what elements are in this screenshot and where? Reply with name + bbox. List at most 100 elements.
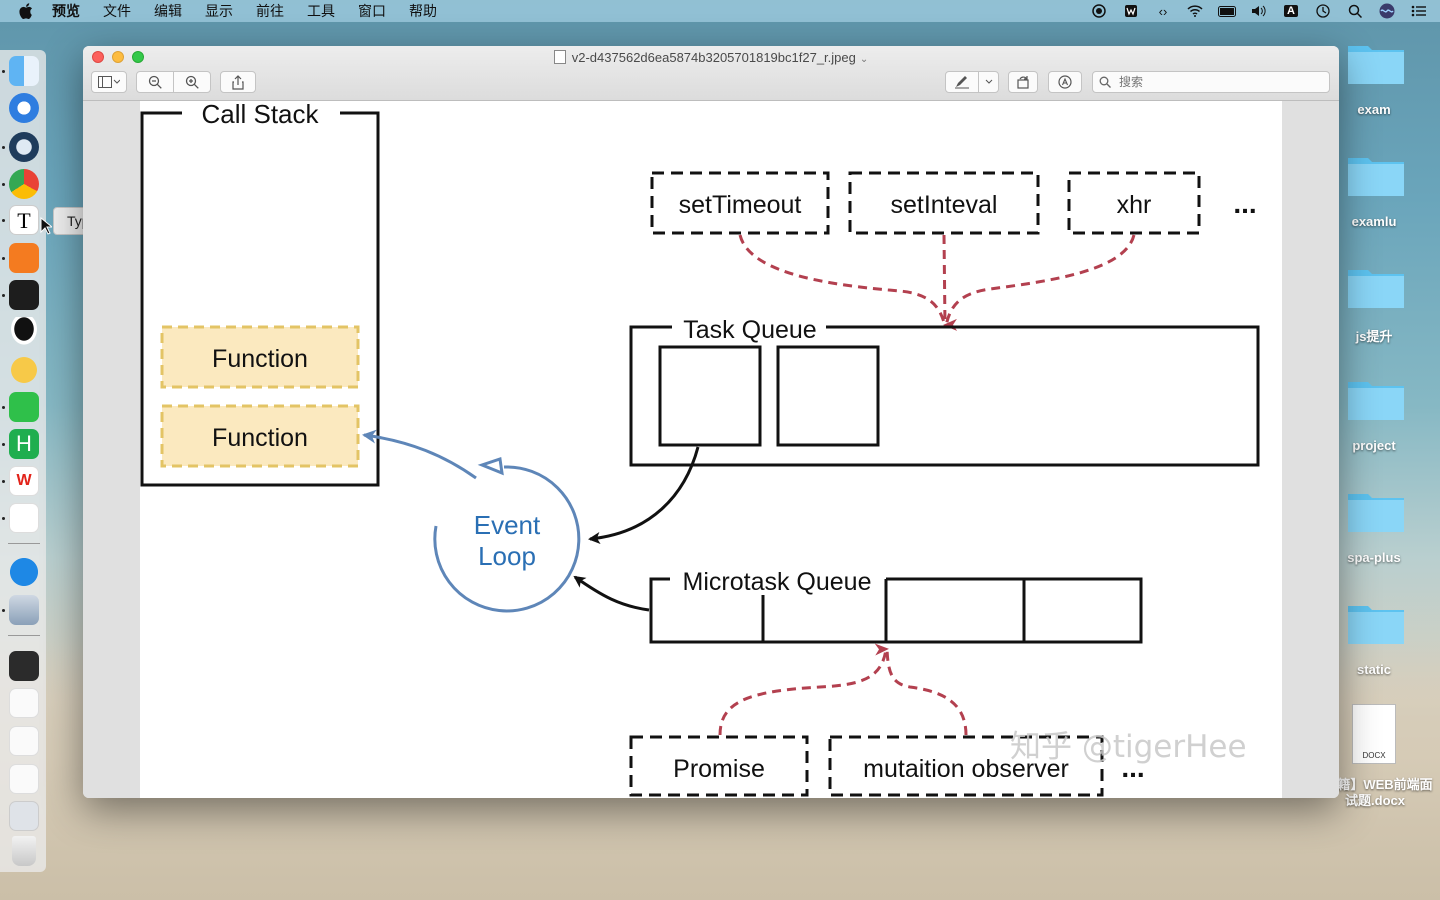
desktop-item-project[interactable]: project [1352, 438, 1396, 453]
function-frame [160, 325, 360, 389]
source-label-mutation-observer: mutaition observer [863, 755, 1069, 783]
search-input[interactable] [1117, 74, 1321, 90]
quicktime-icon[interactable] [9, 132, 39, 162]
desktop-item-spa-plus[interactable]: spa-plus [1347, 550, 1401, 565]
search-field[interactable] [1092, 71, 1330, 93]
task-queue-label: Task Queue [683, 316, 816, 344]
folder-icon[interactable] [1346, 488, 1406, 534]
zoom-button[interactable] [132, 51, 144, 63]
volume-icon[interactable] [1250, 3, 1268, 19]
more-ellipsis: ... [1233, 188, 1256, 219]
time-machine-icon[interactable] [1314, 3, 1332, 19]
zoom-in-button[interactable] [173, 71, 211, 93]
spotlight-icon[interactable] [1346, 3, 1364, 19]
image-content: Call Stack Function Function Event Loop … [140, 101, 1282, 798]
event-loop-diagram: Call Stack Function Function Event Loop … [140, 101, 1260, 797]
battery-icon[interactable] [1218, 3, 1236, 19]
desktop-item-docx-line2[interactable]: 试题.docx [1345, 793, 1405, 808]
chick-app-icon[interactable] [9, 355, 39, 385]
code-icon[interactable]: ‹› [1158, 3, 1168, 19]
wps-office-icon[interactable]: W [9, 466, 39, 496]
wechat-icon[interactable] [9, 392, 39, 422]
running-indicator [2, 146, 5, 149]
dingtalk-icon[interactable] [9, 557, 39, 587]
typora-icon[interactable]: T [9, 205, 39, 235]
chevron-down-icon[interactable] [978, 71, 999, 93]
trash-icon[interactable] [12, 836, 36, 866]
folder-icon[interactable] [1346, 264, 1406, 310]
chrome-icon[interactable] [9, 169, 39, 199]
menu-app-name[interactable]: 预览 [52, 3, 80, 19]
source-box-setinterval [848, 171, 1040, 235]
menu-help[interactable]: 帮助 [409, 3, 437, 19]
call-stack-box [140, 111, 380, 487]
menu-bar: 预览 文件 编辑 显示 前往 工具 窗口 帮助 ‹› A [0, 0, 1440, 22]
search-icon [1099, 76, 1111, 88]
function-label: Function [212, 345, 308, 373]
folder-icon[interactable] [1346, 40, 1406, 86]
qq-icon[interactable] [9, 317, 39, 347]
wifi-icon[interactable] [1186, 3, 1204, 19]
input-method-icon[interactable]: A [1282, 3, 1300, 19]
sublime-icon[interactable] [9, 243, 39, 273]
running-indicator [2, 517, 5, 520]
source-box-settimeout [650, 171, 830, 235]
zoom-out-button[interactable] [136, 71, 174, 93]
task-slot [658, 345, 762, 447]
dock: T H W [0, 50, 52, 872]
minimize-button[interactable] [112, 51, 124, 63]
wps-icon[interactable] [1122, 3, 1140, 19]
source-label-setinterval: setInteval [890, 191, 997, 219]
recent-doc-thumbnail[interactable] [9, 726, 39, 756]
more-ellipsis: ... [1121, 752, 1144, 783]
menu-edit[interactable]: 编辑 [154, 3, 182, 19]
record-icon[interactable] [1090, 3, 1108, 19]
taskqueue-to-loop-arrow [588, 446, 700, 544]
xhr-to-taskqueue-arrow [944, 234, 1136, 327]
menu-window[interactable]: 窗口 [358, 3, 386, 19]
close-button[interactable] [92, 51, 104, 63]
markup-toolbar-button[interactable] [1048, 71, 1082, 93]
finder-icon[interactable] [9, 56, 39, 86]
siri-icon[interactable] [1378, 3, 1396, 19]
recent-doc-thumbnail[interactable] [9, 764, 39, 794]
running-indicator [2, 257, 5, 260]
downloads-stack-icon[interactable] [9, 801, 39, 831]
menu-file[interactable]: 文件 [103, 3, 131, 19]
baidu-netdisk-icon[interactable] [9, 503, 39, 533]
event-loop-arrowhead [477, 457, 504, 476]
markup-pen-button[interactable] [945, 71, 979, 93]
event-loop-circle [433, 465, 581, 613]
hbuilder-icon[interactable]: H [9, 429, 39, 459]
rotate-button[interactable] [1008, 71, 1038, 93]
safari-icon[interactable] [9, 93, 39, 123]
recent-doc-thumbnail[interactable] [9, 651, 39, 681]
notification-center-icon[interactable] [1410, 3, 1428, 19]
task-queue-box [629, 325, 1260, 467]
desktop-item-examlu[interactable]: examlu [1351, 214, 1397, 229]
folder-icon[interactable] [1346, 376, 1406, 422]
source-label-settimeout: setTimeout [679, 191, 802, 219]
apple-icon[interactable] [18, 3, 34, 19]
menu-go[interactable]: 前往 [256, 3, 284, 19]
menu-view[interactable]: 显示 [205, 3, 233, 19]
preview-icon[interactable] [9, 595, 39, 625]
terminal-icon[interactable] [9, 280, 39, 310]
desktop-item-exam[interactable]: exam [1357, 102, 1391, 117]
source-label-xhr: xhr [1117, 191, 1152, 219]
running-indicator [2, 219, 5, 222]
desktop-item-docx-line1[interactable]: 籍】WEB前端面 [1337, 777, 1433, 792]
share-button[interactable] [220, 71, 256, 93]
mouse-cursor-icon [40, 217, 52, 235]
window-title-wrap[interactable]: v2-d437562d6ea5874b3205701819bc1f27_r.jp… [83, 50, 1339, 65]
recent-doc-thumbnail[interactable] [9, 688, 39, 718]
desktop-item-js[interactable]: js提升 [1355, 329, 1393, 344]
folder-icon[interactable] [1346, 600, 1406, 646]
desktop-item-static[interactable]: static [1357, 662, 1391, 677]
folder-icon[interactable] [1346, 152, 1406, 198]
document-canvas[interactable]: Call Stack Function Function Event Loop … [83, 101, 1339, 798]
menu-tools[interactable]: 工具 [307, 3, 335, 19]
sidebar-toggle-button[interactable] [91, 71, 127, 93]
docx-file-icon[interactable]: DOCX [1352, 704, 1396, 764]
preview-window: v2-d437562d6ea5874b3205701819bc1f27_r.jp… [83, 46, 1339, 798]
